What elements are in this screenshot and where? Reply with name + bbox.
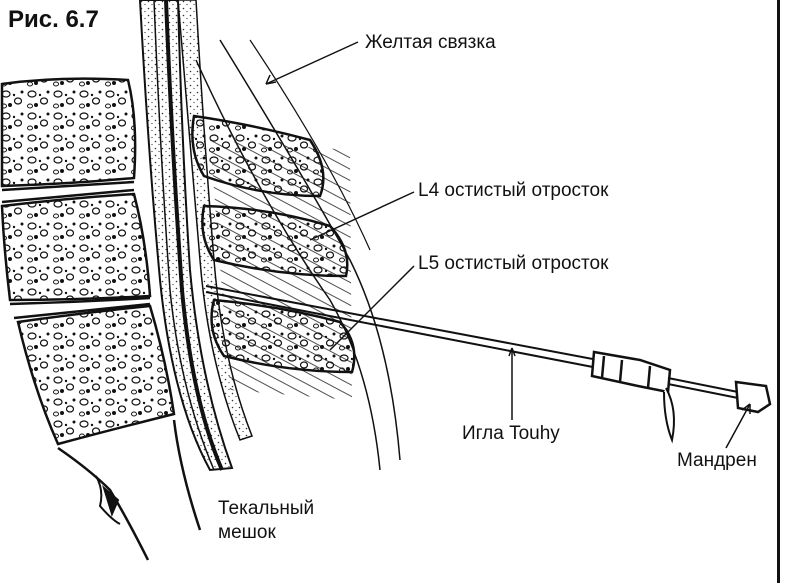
stylet-cap — [734, 380, 772, 414]
label-l4-spinous-process: L4 остистый отросток — [418, 180, 609, 201]
leader-ligament — [265, 41, 359, 85]
leader-l4 — [309, 191, 415, 241]
label-thecal-sac-line1: Текальный — [218, 498, 315, 519]
spinous-process-l4 — [201, 204, 349, 278]
label-touhy-needle: Игла Touhy — [462, 423, 560, 444]
coccyx-detail — [95, 475, 121, 525]
sacrum-outline — [172, 419, 202, 531]
figure-title: Рис. 6.7 — [8, 6, 99, 33]
label-l5-spinous-process: L5 остистый отросток — [418, 253, 609, 274]
vertebral-body-upper — [0, 77, 137, 188]
touhy-needle — [205, 285, 772, 444]
label-stylet: Мандрен — [677, 450, 757, 471]
spinous-processes — [191, 114, 356, 374]
leader-lines — [265, 41, 751, 449]
intervertebral-disc — [1, 180, 135, 204]
leader-l5 — [329, 265, 415, 351]
needle-wing — [663, 387, 675, 444]
spinous-process-l3 — [191, 114, 325, 198]
label-thecal-sac-line2: мешок — [218, 522, 276, 543]
vertebral-body-lower — [16, 304, 176, 446]
leader-stylet — [725, 403, 751, 449]
label-thecal-sac: Текальный мешок — [218, 497, 314, 545]
label-ligamentum-flavum: Желтая связка — [365, 32, 496, 53]
thecal-sac — [138, 0, 234, 472]
sacrum-outline — [57, 446, 150, 561]
vertebral-bodies — [0, 77, 202, 561]
page-border-line — [777, 0, 780, 583]
spinous-process-l5 — [210, 298, 356, 374]
vertebral-body-middle — [0, 192, 152, 302]
intervertebral-disc — [9, 296, 151, 320]
